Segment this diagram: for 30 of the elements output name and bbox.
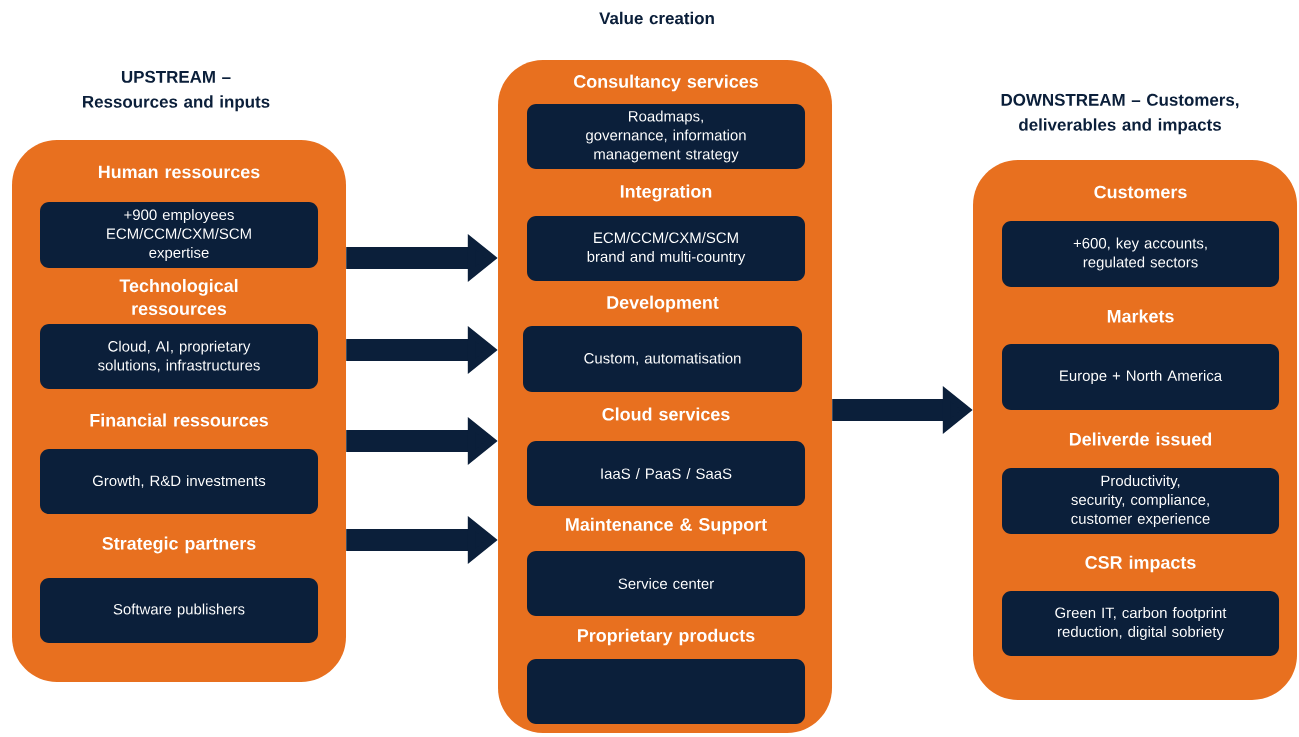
section-heading: Consultancy services bbox=[574, 74, 758, 92]
section-heading: Strategic partners bbox=[102, 536, 256, 554]
section-heading: Integration bbox=[620, 184, 712, 202]
text-box: Roadmaps, governance, information management strategy bbox=[527, 104, 805, 169]
panel-title: Value creation bbox=[599, 11, 714, 25]
text-box: +600, key accounts, regulated sectors bbox=[1002, 221, 1279, 287]
text-box: +900 employees ECM/CCM/CXM/SCM expertise bbox=[40, 202, 318, 268]
section-heading: Development bbox=[607, 295, 719, 313]
section-heading: Cloud services bbox=[602, 407, 730, 421]
section-heading: Deliverde issued bbox=[1069, 432, 1212, 446]
panel-title: UPSTREAM – Ressources and inputs bbox=[83, 70, 270, 112]
section-heading: Proprietary products bbox=[578, 628, 755, 646]
text-box: Green IT, carbon footprint reduction, digital sobriety bbox=[1002, 591, 1279, 656]
text-box: ECM/CCM/CXM/SCM brand and multi-country bbox=[527, 216, 805, 281]
section-heading: Human ressources bbox=[98, 165, 260, 179]
text-box: IaaS / PaaS / SaaS bbox=[527, 441, 805, 506]
section-heading: Markets bbox=[1107, 309, 1174, 323]
text-box: Software publishers bbox=[40, 578, 318, 643]
section-heading: Maintenance & Support bbox=[566, 517, 767, 535]
section-heading: CSR impacts bbox=[1085, 555, 1196, 573]
text-box: Service center bbox=[527, 551, 805, 616]
text-box: Custom, automatisation bbox=[523, 326, 802, 392]
section-heading: Customers bbox=[1094, 185, 1187, 199]
text-box: Growth, R&D investments bbox=[40, 449, 318, 514]
section-heading: Financial ressources bbox=[90, 413, 268, 427]
text-box: Cloud, AI, proprietary solutions, infrastructures bbox=[40, 324, 318, 389]
section-heading: Technological ressources bbox=[119, 278, 238, 316]
panel-title: DOWNSTREAM – Customers, deliverables and impacts bbox=[1001, 93, 1239, 135]
text-box: Productivity, security, compliance, customer experience bbox=[1002, 468, 1279, 534]
text-box: Europe + North America bbox=[1002, 344, 1279, 410]
